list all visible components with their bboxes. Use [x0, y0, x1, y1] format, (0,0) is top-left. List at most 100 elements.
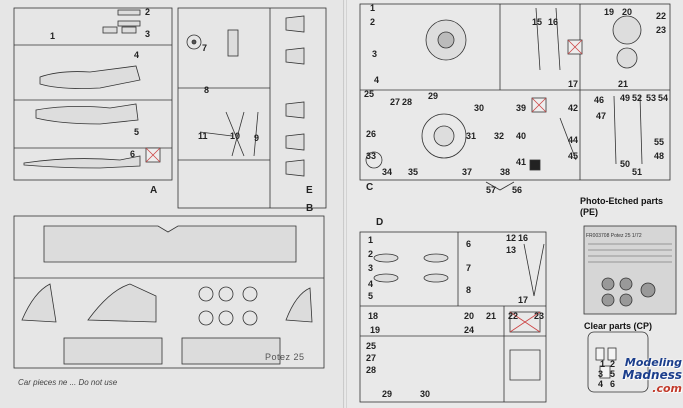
part-number-c: 4: [374, 75, 380, 85]
part-number-c: 50: [620, 159, 631, 169]
sprue-e-frame: [177, 7, 327, 209]
part-number-c: 47: [596, 111, 607, 121]
sprue-e-letter: E: [306, 185, 313, 196]
part-number-cp: 2: [610, 359, 616, 369]
part-number-c: 20: [622, 7, 633, 17]
part-number-d: 3: [368, 263, 374, 273]
part-number-d: 25: [366, 341, 377, 351]
part-number-cp: 4: [598, 379, 604, 389]
pe-fret-label: FR003708 Potez 25 1/72: [586, 233, 642, 239]
clear-parts-sprue: [587, 331, 649, 393]
sprue-b-frame: [13, 215, 325, 369]
sprue-b-letter: B: [306, 203, 314, 214]
part-number-d: 28: [366, 365, 377, 375]
part-number-d: 2: [368, 249, 374, 259]
part-number-c: 46: [594, 95, 605, 105]
sprue-d-frame: [359, 231, 547, 403]
part-number-d: 13: [506, 245, 517, 255]
part-number-d: 7: [466, 263, 472, 273]
part-number-c: 33: [366, 151, 377, 161]
part-number-d: 27: [366, 353, 377, 363]
part-number-a: 5: [134, 127, 140, 137]
part-number-d: 21: [486, 311, 497, 321]
part-number-d: 4: [368, 279, 374, 289]
part-number-c: 31: [466, 131, 477, 141]
pe-parts-title: Photo-Etched parts (PE): [580, 196, 664, 217]
part-number-a: 1: [50, 31, 56, 41]
part-number-cp: 3: [598, 369, 604, 379]
part-number-c: 16: [548, 17, 559, 27]
part-number-d: 12: [506, 233, 517, 243]
sprue-c-frame: [359, 3, 671, 191]
kit-name-label: Potez 25: [265, 352, 305, 362]
logo-line-3: .com: [652, 382, 682, 395]
part-number-cp: 5: [610, 369, 616, 379]
part-number-c: 25: [364, 89, 375, 99]
part-number-c: 52: [632, 93, 643, 103]
part-number-d: 24: [464, 325, 475, 335]
logo-line-2: Madness: [622, 368, 682, 382]
part-number-d: 20: [464, 311, 475, 321]
part-number-d: 22: [508, 311, 519, 321]
part-number-a: 6: [130, 149, 136, 159]
sprue-a-letter: A: [150, 185, 158, 196]
sprue-d-letter: D: [376, 217, 384, 228]
part-number-d: 8: [466, 285, 472, 295]
part-number-c: 53: [646, 93, 657, 103]
part-number-d: 18: [368, 311, 379, 321]
part-number-c: 2: [370, 17, 376, 27]
part-number-c: 17: [568, 79, 579, 89]
part-number-c: 23: [656, 25, 667, 35]
part-number-c: 49: [620, 93, 631, 103]
part-number-c: 35: [408, 167, 419, 177]
part-number-c: 40: [516, 131, 527, 141]
left-page: [0, 0, 345, 408]
part-number-d: 6: [466, 239, 472, 249]
modelingmadness-logo: Modeling Madness .com: [618, 356, 682, 406]
part-number-c: 44: [568, 135, 579, 145]
part-number-c: 3: [372, 49, 378, 59]
part-number-c: 48: [654, 151, 665, 161]
part-number-c: 38: [500, 167, 511, 177]
part-number-e: 9: [254, 133, 260, 143]
part-number-c: 22: [656, 11, 667, 21]
part-number-d: 17: [518, 295, 529, 305]
part-number-cp: 6: [610, 379, 616, 389]
part-number-d: 23: [534, 311, 545, 321]
part-number-c: 55: [654, 137, 665, 147]
part-number-d: 30: [420, 389, 431, 399]
part-number-c: 1: [370, 3, 376, 13]
part-number-c: 19: [604, 7, 615, 17]
part-number-c: 39: [516, 103, 527, 113]
pe-fret-scale: 1/72: [631, 233, 642, 239]
sprue-c-letter: C: [366, 182, 374, 193]
part-number-c: 45: [568, 151, 579, 161]
part-number-d: 16: [518, 233, 529, 243]
clear-parts-title: Clear parts (CP): [584, 321, 653, 331]
part-number-c: 34: [382, 167, 393, 177]
part-number-e: 8: [204, 85, 210, 95]
part-number-c: 27: [390, 97, 401, 107]
part-number-c: 56: [512, 185, 523, 195]
part-number-c: 15: [532, 17, 543, 27]
part-number-c: 41: [516, 157, 527, 167]
pe-fret-code: FR003708 Potez 25: [586, 233, 631, 239]
part-number-c: 37: [462, 167, 473, 177]
part-number-c: 32: [494, 131, 505, 141]
logo-line-1: Modeling: [624, 356, 682, 369]
part-number-c: 54: [658, 93, 669, 103]
part-number-d: 29: [382, 389, 393, 399]
part-number-c: 51: [632, 167, 643, 177]
part-number-a: 2: [145, 7, 151, 17]
part-number-e: 10: [230, 131, 241, 141]
part-number-c: 28: [402, 97, 413, 107]
footer-note: Car pieces ne ... Do not use: [18, 378, 118, 387]
part-number-cp: 1: [600, 359, 606, 369]
part-number-c: 29: [428, 91, 439, 101]
part-number-e: 7: [202, 43, 208, 53]
part-number-c: 30: [474, 103, 485, 113]
part-number-c: 42: [568, 103, 579, 113]
part-number-d: 19: [370, 325, 381, 335]
